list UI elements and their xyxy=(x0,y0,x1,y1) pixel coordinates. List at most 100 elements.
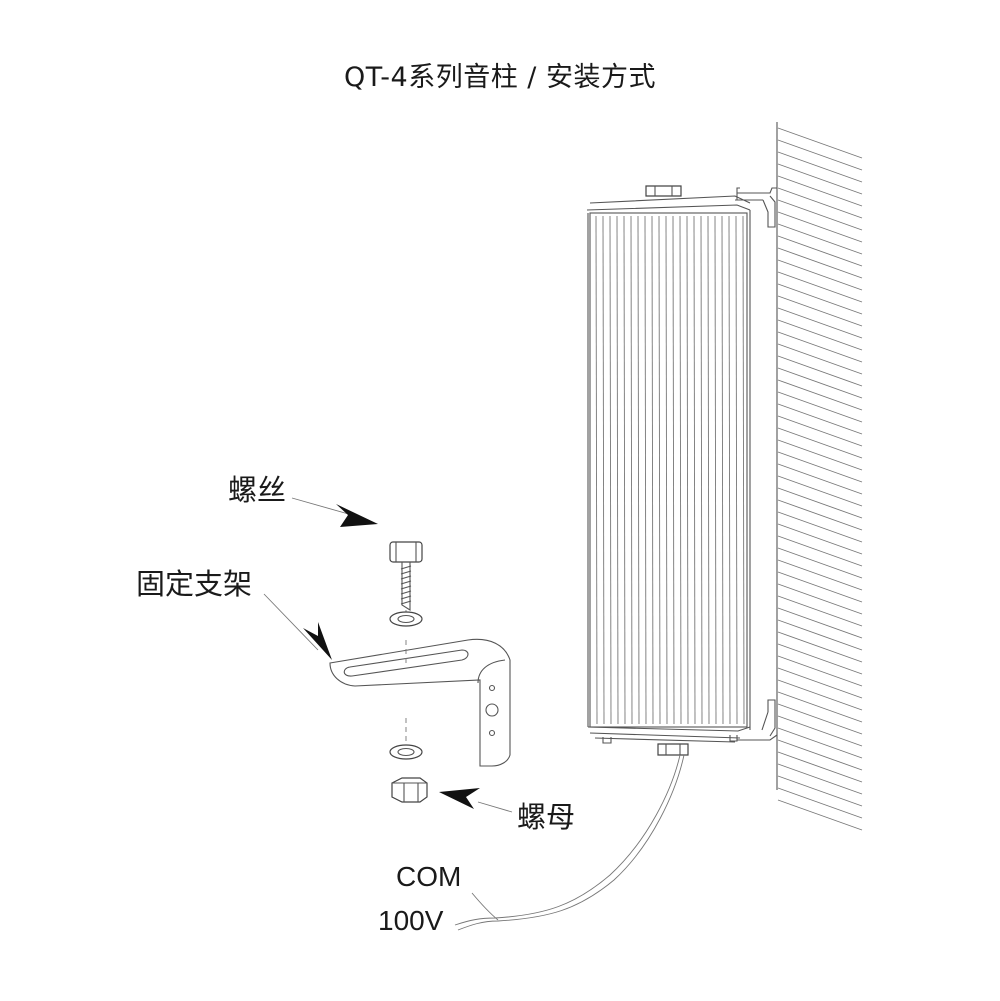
grille-line xyxy=(714,215,717,725)
hatch-line xyxy=(777,655,863,687)
hatch-line xyxy=(777,679,863,711)
hatch-line xyxy=(777,403,863,435)
hatch-line xyxy=(777,271,863,303)
hatch-line xyxy=(777,511,863,543)
hatch-line xyxy=(777,571,863,603)
hatch-line xyxy=(777,427,863,459)
grille-line xyxy=(637,215,640,725)
grille-line xyxy=(616,215,619,725)
screw xyxy=(389,541,423,625)
hatch-line xyxy=(777,619,863,651)
hatch-line xyxy=(777,703,863,735)
hatch-line xyxy=(777,523,863,555)
thread-line xyxy=(400,580,412,585)
washer-bottom xyxy=(389,744,423,760)
top-wall-bracket xyxy=(645,185,777,228)
hatch-line xyxy=(777,139,863,171)
speaker-column xyxy=(586,195,751,744)
hatch-line xyxy=(777,751,863,783)
grille-line xyxy=(721,215,724,725)
hatch-line xyxy=(777,127,863,159)
arrow-to-nut-icon xyxy=(439,788,480,809)
hatch-line xyxy=(777,583,863,615)
fixed-bracket xyxy=(329,638,511,767)
hatch-line xyxy=(777,151,863,183)
hatch-line xyxy=(777,187,863,219)
hatch-line xyxy=(777,499,863,531)
hatch-line xyxy=(777,763,863,795)
label-100v: 100V xyxy=(378,905,444,936)
hatch-line xyxy=(777,283,863,315)
leader-lines xyxy=(263,497,513,813)
grille-line xyxy=(630,215,633,725)
speaker-cable xyxy=(454,754,685,931)
hatch-line xyxy=(777,163,863,195)
grille-line xyxy=(679,215,682,725)
thread-line xyxy=(400,585,412,590)
grille-line xyxy=(595,215,598,725)
hatch-line xyxy=(777,715,863,747)
thread-line xyxy=(400,600,412,605)
hatch-line xyxy=(777,643,863,675)
hatch-line xyxy=(777,595,863,627)
hatch-line xyxy=(777,199,863,231)
hatch-line xyxy=(777,307,863,339)
hatch-line xyxy=(777,343,863,375)
hatch-line xyxy=(777,487,863,519)
grille-line xyxy=(707,215,710,725)
grille-line xyxy=(686,215,689,725)
hatch-line xyxy=(777,463,863,495)
nut xyxy=(391,777,428,803)
hatch-line xyxy=(777,223,863,255)
hatch-line xyxy=(777,379,863,411)
hatch-line xyxy=(777,667,863,699)
arrow-to-screw-icon xyxy=(336,504,378,527)
hatch-line xyxy=(777,547,863,579)
hatch-line xyxy=(777,535,863,567)
hatch-line xyxy=(777,727,863,759)
grille-line xyxy=(658,215,661,725)
hatch-line xyxy=(777,211,863,243)
hatch-line xyxy=(777,475,863,507)
hatch-line xyxy=(777,739,863,771)
hatch-line xyxy=(777,331,863,363)
arrow-to-bracket-icon xyxy=(303,622,332,660)
hatch-line xyxy=(777,775,863,807)
hatch-line xyxy=(777,175,863,207)
label-bracket: 固定支架 xyxy=(136,567,253,601)
thread-line xyxy=(400,575,412,580)
arrowheads xyxy=(303,504,480,809)
grille-line xyxy=(651,215,654,725)
hatch-line xyxy=(777,691,863,723)
grille-line xyxy=(609,215,612,725)
hatch-line xyxy=(777,235,863,267)
hatch-line xyxy=(777,415,863,447)
grille-line xyxy=(693,215,696,725)
wall xyxy=(776,122,863,831)
thread-line xyxy=(400,590,412,595)
screw-thread xyxy=(400,565,412,605)
grille-line xyxy=(665,215,668,725)
hatch-line xyxy=(777,259,863,291)
bottom-wall-bracket xyxy=(657,699,778,756)
hatch-line xyxy=(777,799,863,831)
grille-line xyxy=(700,215,703,725)
hatch-line xyxy=(777,355,863,387)
label-com: COM xyxy=(396,861,462,892)
thread-line xyxy=(400,570,412,575)
thread-line xyxy=(400,565,412,570)
hatch-line xyxy=(777,319,863,351)
grille-line xyxy=(672,215,675,725)
washer-top xyxy=(389,611,423,627)
hatch-line xyxy=(777,559,863,591)
hatch-line xyxy=(777,631,863,663)
hatch-line xyxy=(777,451,863,483)
hatch-line xyxy=(777,295,863,327)
grille-line xyxy=(644,215,647,725)
hatch-line xyxy=(777,607,863,639)
grille-line xyxy=(623,215,626,725)
label-screw: 螺丝 xyxy=(228,473,287,507)
hatch-line xyxy=(777,247,863,279)
